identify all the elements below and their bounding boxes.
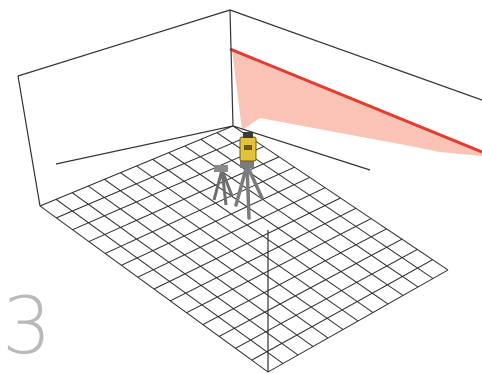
grid-line: [268, 270, 448, 372]
rotary-laser-icon: [240, 132, 256, 161]
grid-line: [40, 126, 233, 206]
shadow-tripod-icon: [214, 165, 232, 205]
grid-line: [203, 229, 387, 325]
grid-line: [219, 239, 402, 336]
grid-line: [105, 167, 294, 253]
grid-line: [170, 208, 356, 301]
step-number: 3: [2, 288, 52, 366]
grid-line: [138, 188, 325, 277]
grid-line: [235, 249, 417, 348]
grid-line: [187, 219, 372, 313]
tripod-icon: [236, 160, 262, 218]
grid-line: [252, 260, 433, 360]
